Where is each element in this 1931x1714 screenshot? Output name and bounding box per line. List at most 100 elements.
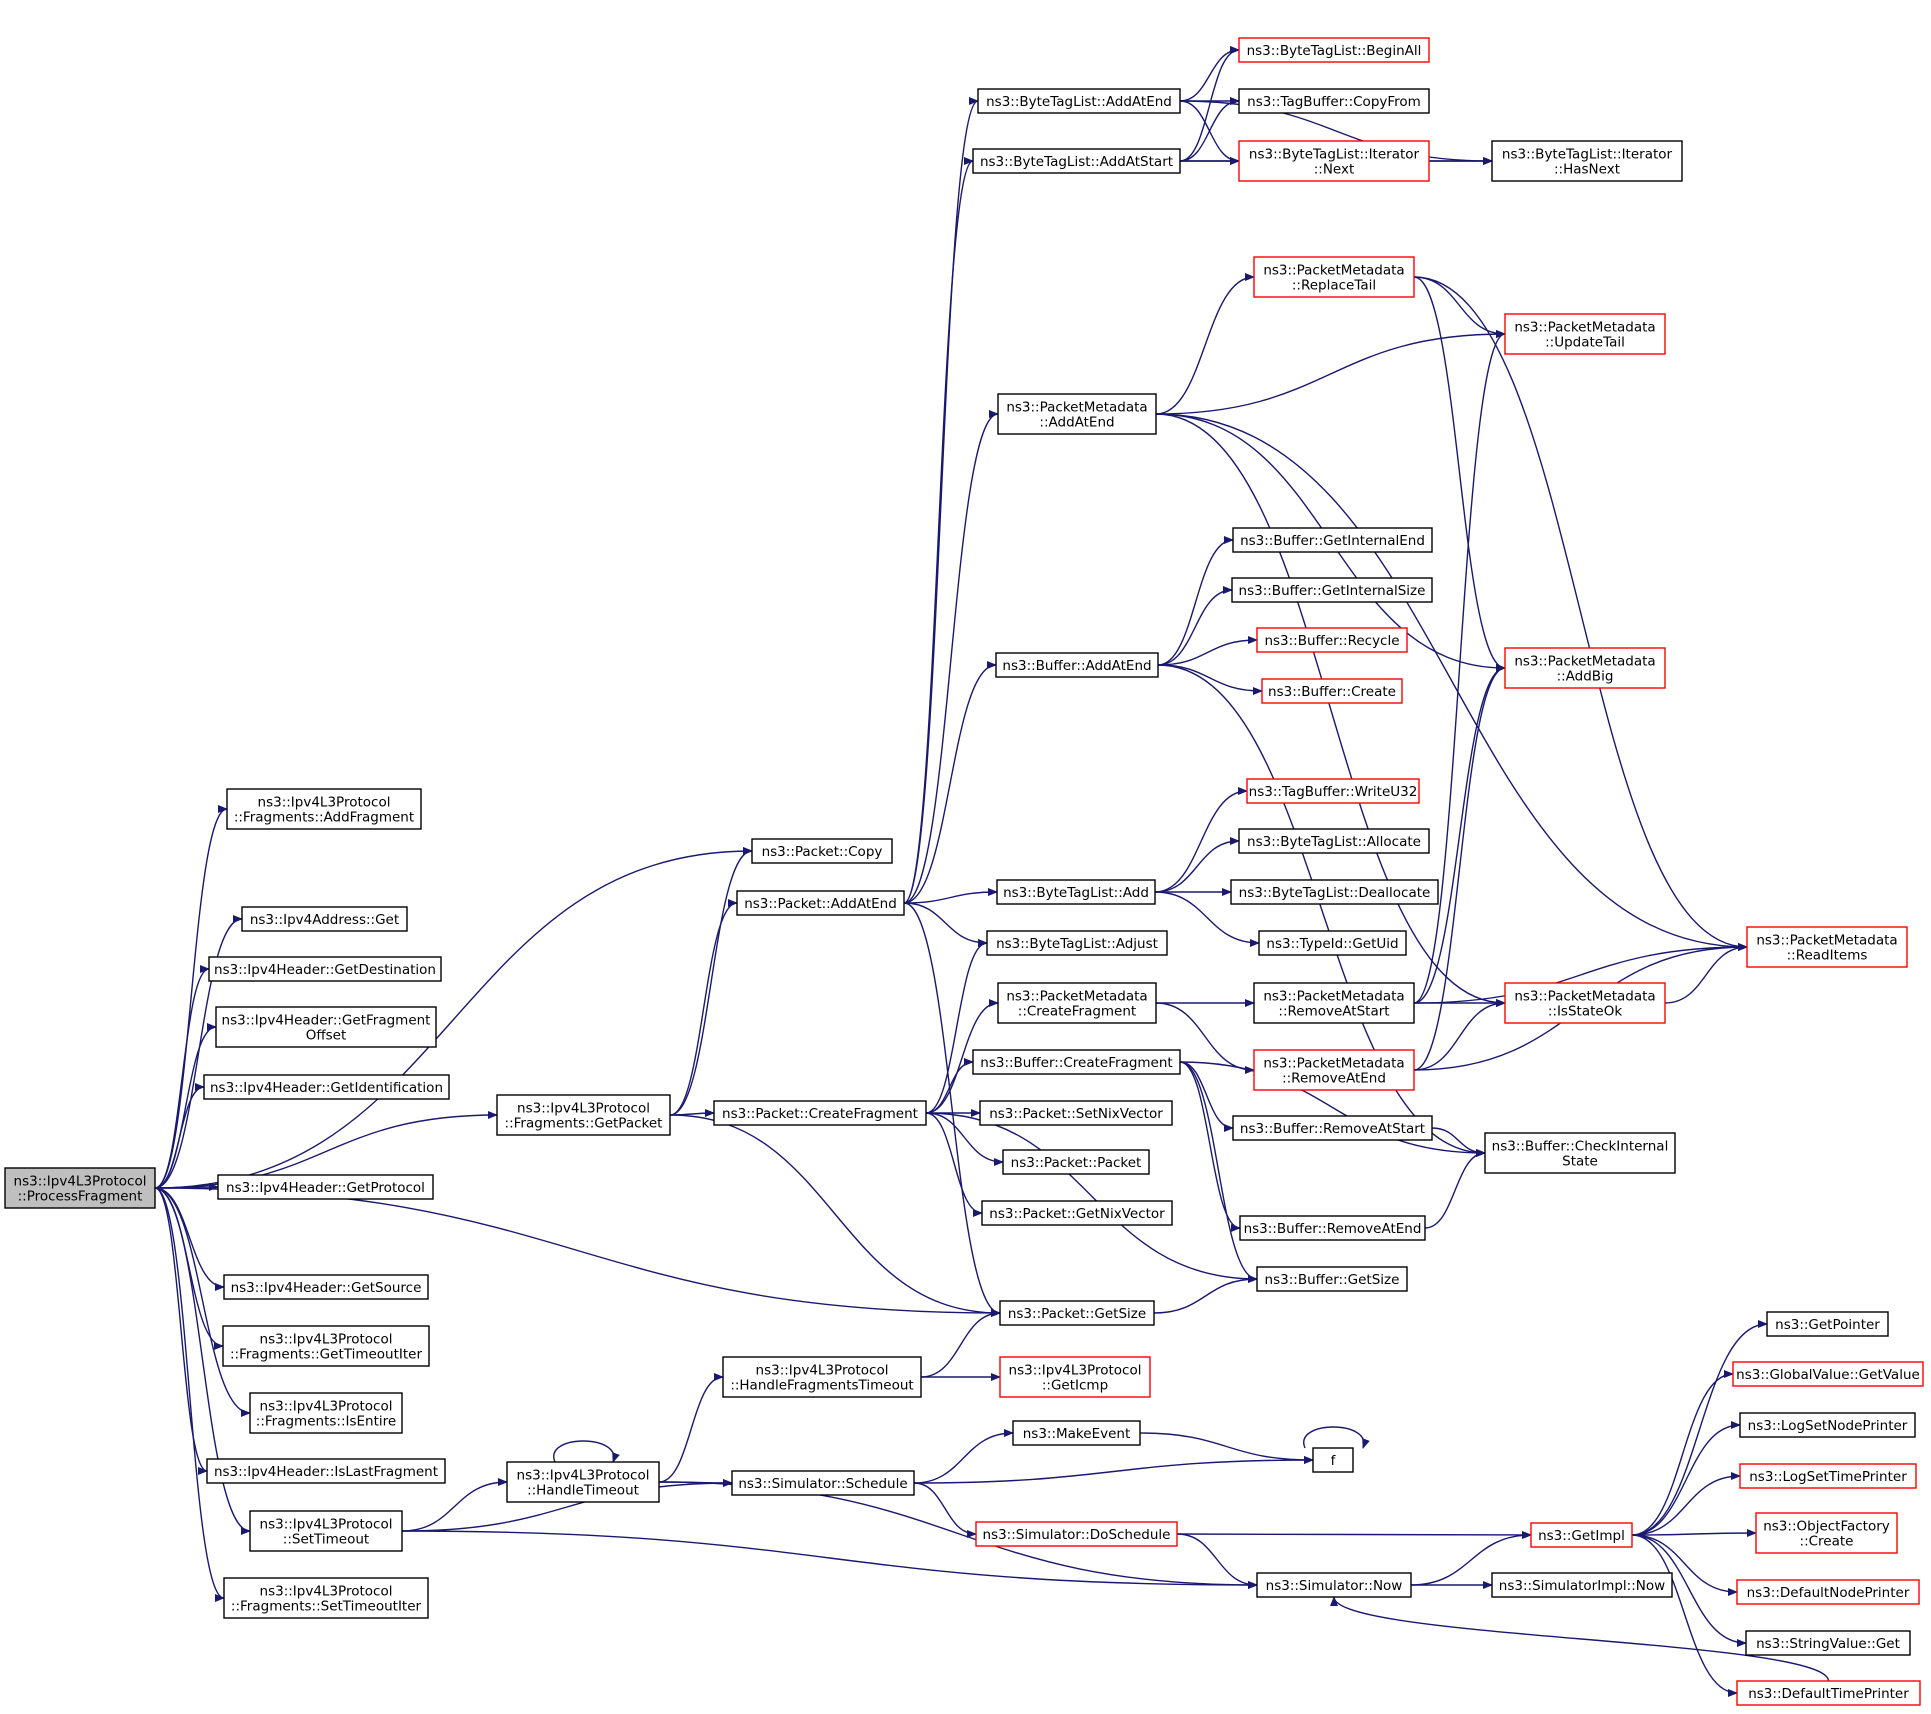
edge-getPacketFrag-to-pktAddAtEnd — [669, 899, 738, 1116]
node-pmIsStateOk[interactable]: ns3::PacketMetadata::IsStateOk — [1504, 982, 1666, 1024]
node-label: ns3::Ipv4Header::GetSource — [231, 1280, 422, 1296]
node-ofCreate[interactable]: ns3::ObjectFactory::Create — [1755, 1512, 1898, 1554]
node-btlAdd[interactable]: ns3::ByteTagList::Add — [996, 879, 1156, 905]
node-defTimePrinter[interactable]: ns3::DefaultTimePrinter — [1736, 1680, 1921, 1706]
node-handleFragTimeout[interactable]: ns3::Ipv4L3Protocol::HandleFragmentsTime… — [722, 1356, 922, 1398]
node-simNow[interactable]: ns3::Simulator::Now — [1256, 1572, 1412, 1598]
node-label: ns3::SimulatorImpl::Now — [1499, 1578, 1665, 1594]
edges-layer — [154, 46, 1830, 1697]
edge-simSchedule-to-fFunc — [913, 1456, 1314, 1484]
edge-simSchedule-to-doSchedule — [913, 1482, 977, 1538]
edge-doSchedule-to-getImpl — [1176, 1530, 1532, 1539]
node-box — [996, 879, 1156, 905]
node-addFragment[interactable]: ns3::Ipv4L3Protocol::Fragments::AddFragm… — [226, 788, 422, 830]
node-fFunc[interactable]: f — [1312, 1447, 1354, 1473]
node-pmRemoveAtEnd[interactable]: ns3::PacketMetadata::RemoveAtEnd — [1253, 1049, 1415, 1091]
node-logSetNodePrinter[interactable]: ns3::LogSetNodePrinter — [1739, 1412, 1916, 1438]
node-strValGet[interactable]: ns3::StringValue::Get — [1745, 1630, 1911, 1656]
node-box — [1230, 879, 1439, 905]
node-makeEvent[interactable]: ns3::MakeEvent — [1012, 1420, 1141, 1446]
node-pmAddAtEnd[interactable]: ns3::PacketMetadata::AddAtEnd — [997, 393, 1157, 435]
node-label: ns3::PacketMetadata — [1263, 989, 1404, 1005]
node-pmRemoveAtStart[interactable]: ns3::PacketMetadata::RemoveAtStart — [1253, 982, 1415, 1024]
node-pktCreateFrag[interactable]: ns3::Packet::CreateFragment — [713, 1100, 927, 1126]
node-tbWriteU32[interactable]: ns3::TagBuffer::WriteU32 — [1246, 778, 1420, 804]
node-handleTimeout[interactable]: ns3::Ipv4L3Protocol::HandleTimeout — [506, 1461, 660, 1503]
node-getDest[interactable]: ns3::Ipv4Header::GetDestination — [208, 956, 442, 982]
node-getPointer[interactable]: ns3::GetPointer — [1766, 1311, 1889, 1337]
node-box — [1238, 140, 1430, 182]
node-bufRecycle[interactable]: ns3::Buffer::Recycle — [1256, 627, 1408, 653]
node-box — [1253, 1049, 1415, 1091]
node-btlAddAtEnd[interactable]: ns3::ByteTagList::AddAtEnd — [977, 88, 1181, 114]
node-simImplNow[interactable]: ns3::SimulatorImpl::Now — [1491, 1572, 1673, 1598]
node-btlAdjust[interactable]: ns3::ByteTagList::Adjust — [986, 930, 1168, 956]
node-pmReplaceTail[interactable]: ns3::PacketMetadata::ReplaceTail — [1253, 256, 1415, 298]
edge-pktAddAtEnd-to-btlAdjust — [903, 902, 988, 947]
node-bufGetSize[interactable]: ns3::Buffer::GetSize — [1256, 1266, 1408, 1292]
node-label: f — [1331, 1453, 1337, 1469]
node-isEntire[interactable]: ns3::Ipv4L3Protocol::Fragments::IsEntire — [249, 1392, 403, 1434]
node-pmUpdateTail[interactable]: ns3::PacketMetadata::UpdateTail — [1504, 313, 1666, 355]
node-pmCreateFrag[interactable]: ns3::PacketMetadata::CreateFragment — [997, 982, 1157, 1024]
node-label: ns3::Buffer::GetInternalSize — [1239, 583, 1426, 599]
node-btlBeginAll[interactable]: ns3::ByteTagList::BeginAll — [1238, 37, 1430, 63]
node-bufCreate[interactable]: ns3::Buffer::Create — [1261, 678, 1403, 704]
node-pktCopy[interactable]: ns3::Packet::Copy — [751, 838, 893, 864]
node-label: ns3::DefaultNodePrinter — [1747, 1585, 1910, 1601]
node-label: ::Fragments::AddFragment — [234, 810, 414, 826]
edge-pmRemoveAtStart-to-pmAddBig — [1413, 664, 1506, 1004]
node-bufRemoveAtEnd[interactable]: ns3::Buffer::RemoveAtEnd — [1239, 1215, 1426, 1241]
node-label: ::ProcessFragment — [18, 1189, 143, 1205]
node-pktGetSize[interactable]: ns3::Packet::GetSize — [999, 1300, 1155, 1326]
node-setTimeoutIter[interactable]: ns3::Ipv4L3Protocol::Fragments::SetTimeo… — [223, 1577, 429, 1619]
node-pktGetNix[interactable]: ns3::Packet::GetNixVector — [981, 1200, 1173, 1226]
node-bufGetIntSize[interactable]: ns3::Buffer::GetInternalSize — [1231, 577, 1433, 603]
node-setTimeout[interactable]: ns3::Ipv4L3Protocol::SetTimeout — [249, 1510, 403, 1552]
node-box — [4, 1167, 156, 1209]
node-label: ns3::PacketMetadata — [1514, 989, 1655, 1005]
node-pktPacket[interactable]: ns3::Packet::Packet — [1002, 1149, 1150, 1175]
node-box — [1238, 828, 1430, 854]
node-bufCreateFrag[interactable]: ns3::Buffer::CreateFragment — [972, 1049, 1181, 1075]
node-getIcmp[interactable]: ns3::Ipv4L3Protocol::GetIcmp — [999, 1356, 1151, 1398]
node-pktAddAtEnd[interactable]: ns3::Packet::AddAtEnd — [736, 890, 905, 916]
node-getIdent[interactable]: ns3::Ipv4Header::GetIdentification — [203, 1074, 450, 1100]
node-btlAddAtStart[interactable]: ns3::ByteTagList::AddAtStart — [972, 148, 1181, 174]
node-pktSetNix[interactable]: ns3::Packet::SetNixVector — [979, 1100, 1173, 1126]
node-bufAddAtEnd[interactable]: ns3::Buffer::AddAtEnd — [995, 652, 1159, 678]
edge-simNow-to-getImpl — [1410, 1531, 1532, 1586]
node-typeIdGetUid[interactable]: ns3::TypeId::GetUid — [1258, 930, 1407, 956]
node-bufGetIntEnd[interactable]: ns3::Buffer::GetInternalEnd — [1232, 527, 1433, 553]
edge-pktAddAtEnd-to-pmAddAtEnd — [903, 410, 999, 904]
node-isLastFrag[interactable]: ns3::Ipv4Header::IsLastFragment — [206, 1458, 446, 1484]
node-gvGetValue[interactable]: ns3::GlobalValue::GetValue — [1732, 1361, 1924, 1387]
node-btlIterNext[interactable]: ns3::ByteTagList::Iterator::Next — [1238, 140, 1430, 182]
node-label: ::ReplaceTail — [1292, 278, 1376, 294]
node-tbCopyFrom[interactable]: ns3::TagBuffer::CopyFrom — [1238, 88, 1430, 114]
node-getProtocol[interactable]: ns3::Ipv4Header::GetProtocol — [217, 1174, 434, 1200]
node-getTimeoutIter[interactable]: ns3::Ipv4L3Protocol::Fragments::GetTimeo… — [222, 1325, 430, 1367]
node-ipv4AddrGet[interactable]: ns3::Ipv4Address::Get — [241, 906, 408, 932]
node-pmReadItems[interactable]: ns3::PacketMetadata::ReadItems — [1746, 926, 1908, 968]
node-btlDeallocate[interactable]: ns3::ByteTagList::Deallocate — [1230, 879, 1439, 905]
edge-getPacketFrag-to-pktCopy — [669, 847, 753, 1116]
node-root[interactable]: ns3::Ipv4L3Protocol::ProcessFragment — [4, 1167, 156, 1209]
node-doSchedule[interactable]: ns3::Simulator::DoSchedule — [975, 1521, 1178, 1547]
node-box — [223, 1577, 429, 1619]
node-btlAllocate[interactable]: ns3::ByteTagList::Allocate — [1238, 828, 1430, 854]
node-getImpl[interactable]: ns3::GetImpl — [1530, 1522, 1633, 1548]
node-getSource[interactable]: ns3::Ipv4Header::GetSource — [223, 1274, 429, 1300]
node-bufRemoveAtStart[interactable]: ns3::Buffer::RemoveAtStart — [1232, 1115, 1433, 1141]
node-btlIterHasNext[interactable]: ns3::ByteTagList::Iterator::HasNext — [1491, 140, 1683, 182]
node-logSetTimePrinter[interactable]: ns3::LogSetTimePrinter — [1739, 1463, 1917, 1489]
edge-pktCreateFrag-to-bufGetSize — [925, 1112, 1258, 1283]
node-label: ns3::Packet::Copy — [762, 844, 883, 860]
node-getPacketFrag[interactable]: ns3::Ipv4L3Protocol::Fragments::GetPacke… — [496, 1094, 671, 1136]
node-defNodePrinter[interactable]: ns3::DefaultNodePrinter — [1736, 1579, 1920, 1605]
node-pmAddBig[interactable]: ns3::PacketMetadata::AddBig — [1504, 647, 1666, 689]
node-simSchedule[interactable]: ns3::Simulator::Schedule — [731, 1470, 915, 1496]
node-label: ns3::TagBuffer::WriteU32 — [1249, 784, 1418, 800]
